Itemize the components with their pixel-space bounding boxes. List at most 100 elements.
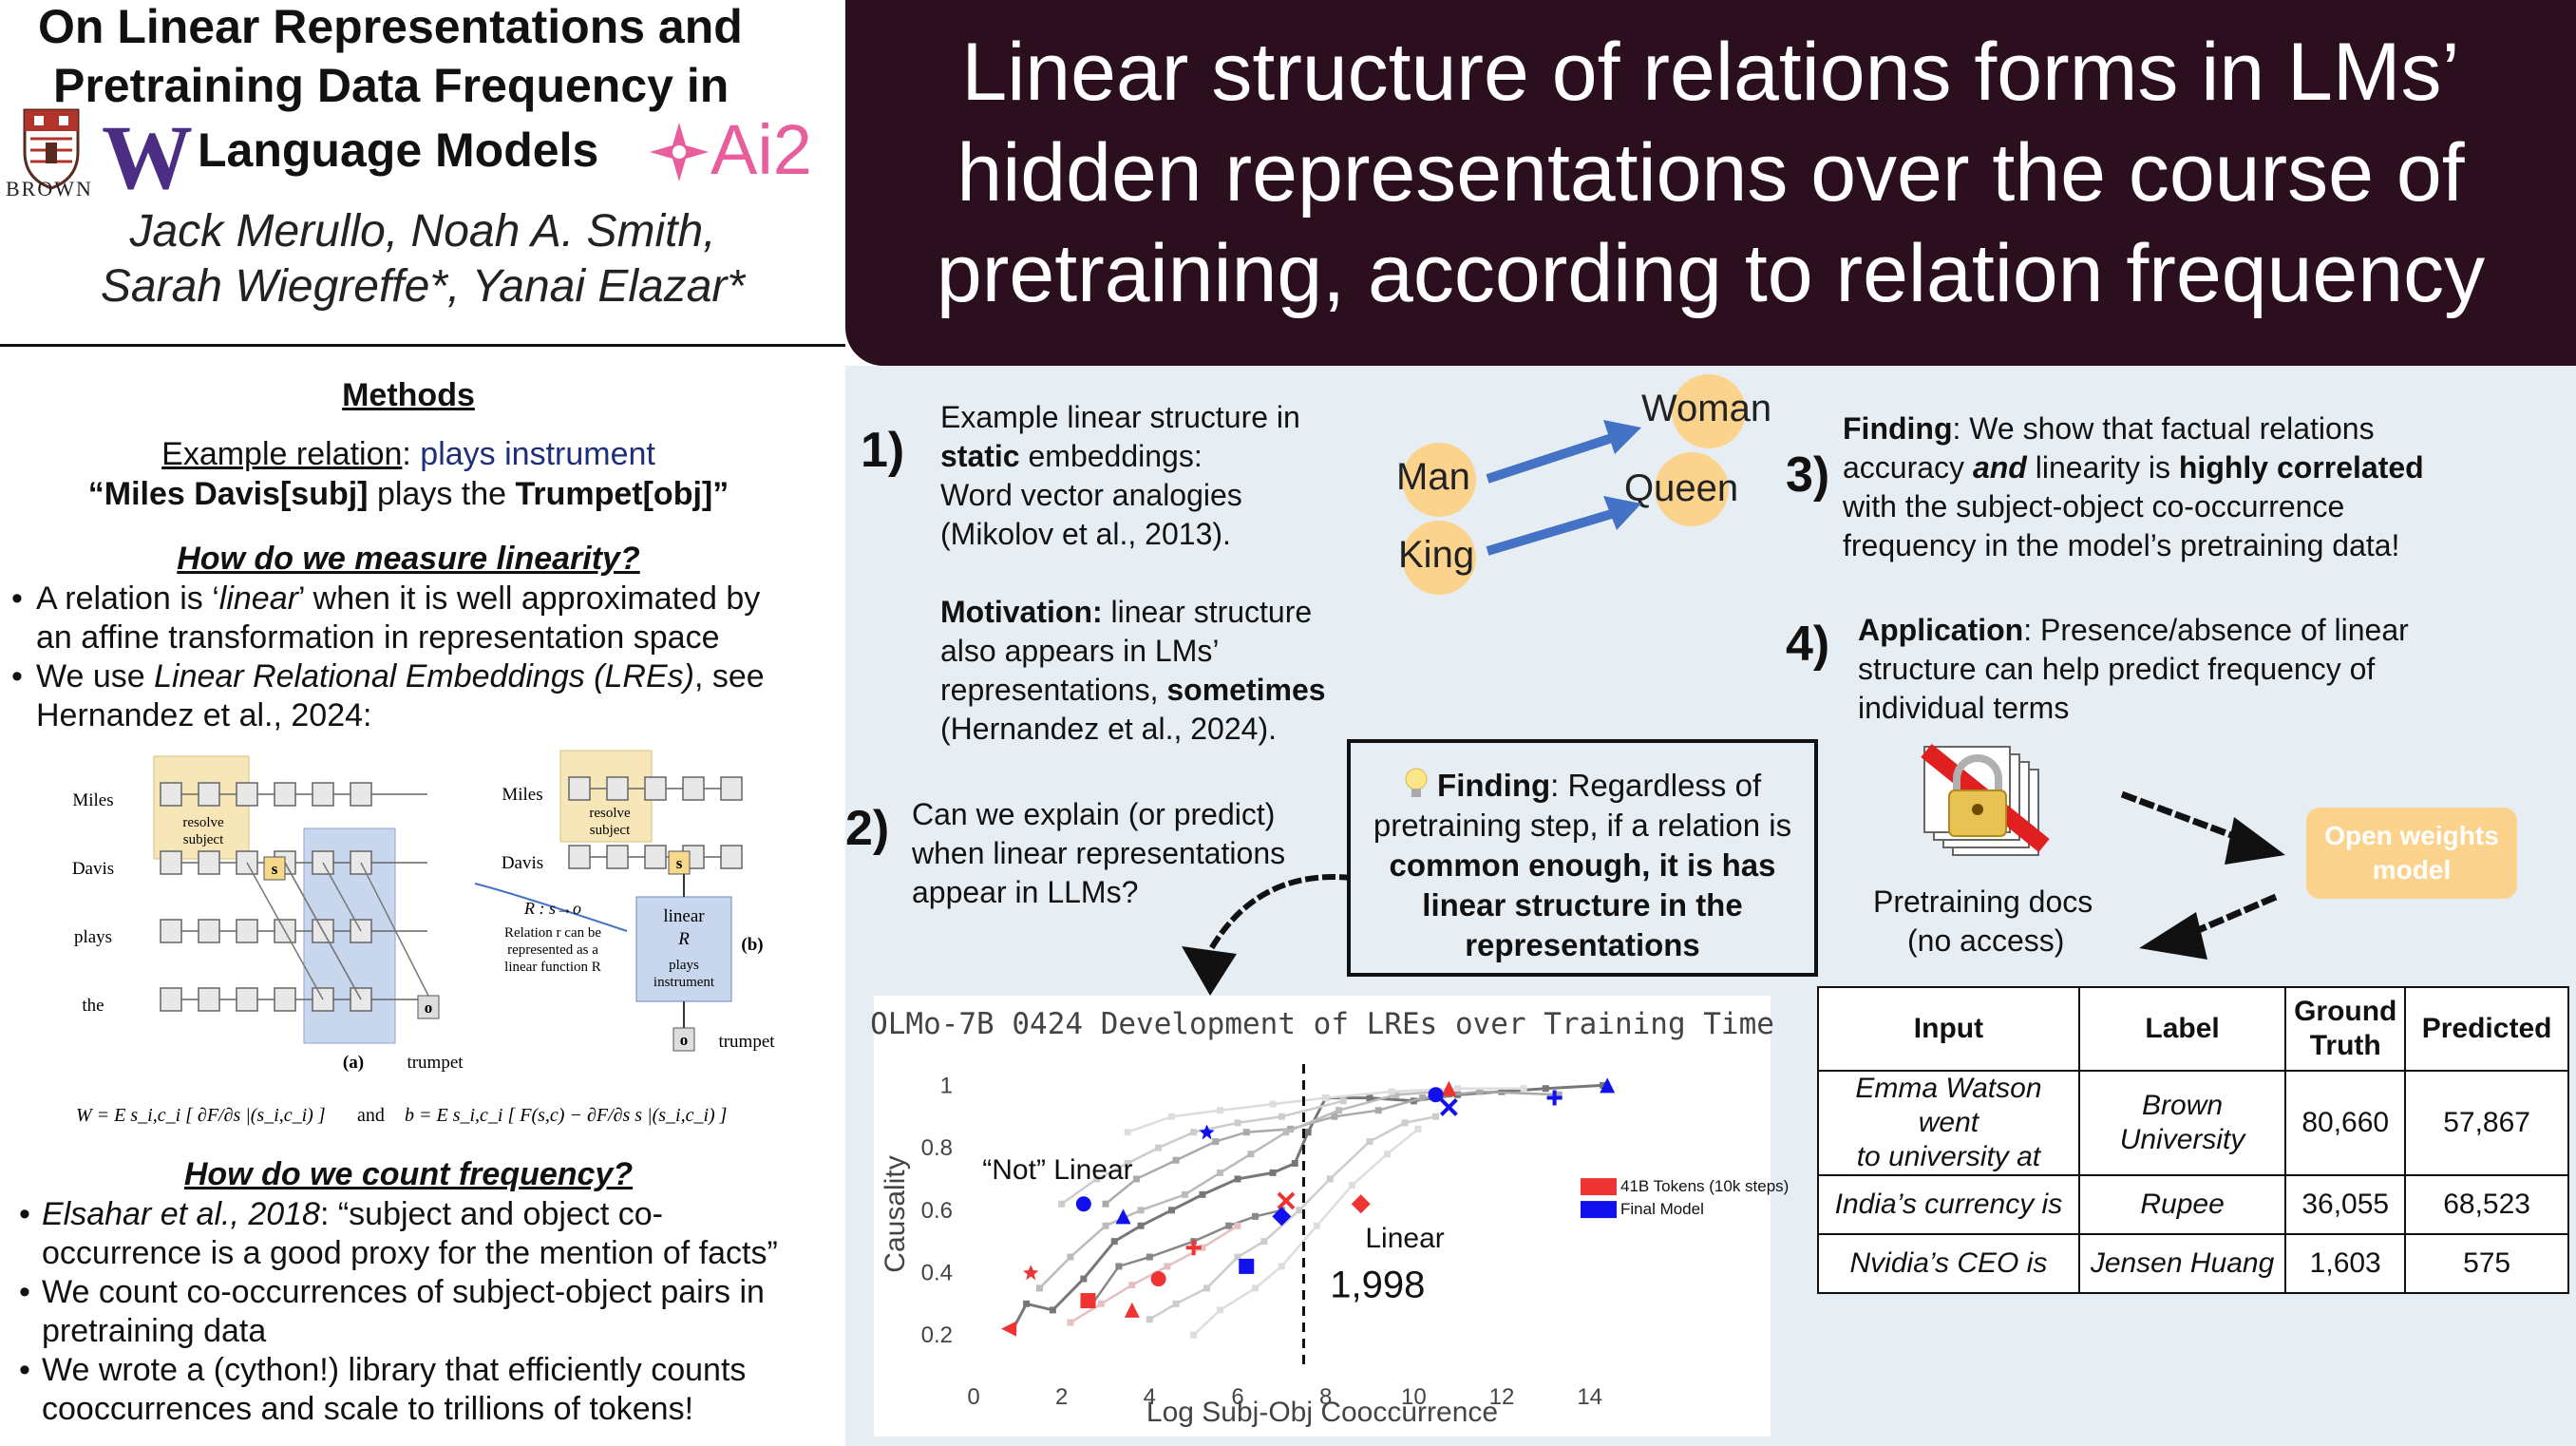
red-marker-0	[1001, 1321, 1017, 1337]
example-close-quote: ”	[712, 476, 729, 512]
trajectory-4-point-8	[1401, 1119, 1409, 1127]
frequency-bullet-1: Elsahar et al., 2018: “subject and objec…	[42, 1196, 663, 1232]
lre-figure: Miles Davis plays the resolve subject s …	[72, 750, 775, 1126]
curved-arrow-to-chart	[1182, 874, 1354, 996]
linear-box-line-2: R	[677, 929, 690, 949]
trajectory-8-point-3	[1164, 1263, 1171, 1270]
example-relation-line: Example relation: plays instrument	[0, 435, 817, 474]
x-tick-5: 10	[1401, 1384, 1427, 1410]
red-marker-1	[1080, 1293, 1096, 1309]
resolve-label-a-1: resolve	[182, 815, 224, 830]
trajectory-3-point-0	[1036, 1284, 1043, 1292]
chart-ylabel: Causality	[880, 1155, 911, 1272]
trajectory-2-point-8	[1419, 1094, 1427, 1102]
pretraining-docs-line-2: (no access)	[1907, 923, 2065, 958]
trajectory-0-point-5	[1137, 1222, 1145, 1229]
trajectory-7-point-6	[1454, 1085, 1462, 1093]
blue-marker-7	[1546, 1090, 1563, 1106]
row-3-input: Nvidia’s CEO is	[1817, 1233, 2080, 1294]
example-relation-value: plays instrument	[420, 436, 655, 472]
linear-box-line-3: plays	[669, 958, 699, 973]
trajectory-5-point-4	[1190, 1129, 1198, 1136]
header-divider	[0, 344, 845, 347]
blue-marker-4	[1600, 1077, 1616, 1094]
neuron-a-2-2	[236, 919, 258, 943]
trajectory-7-point-7	[1520, 1085, 1527, 1093]
neuron-b-1-1	[606, 845, 629, 869]
trajectory-4-point-2	[1203, 1284, 1211, 1292]
trajectory-8-point-1	[1097, 1300, 1105, 1307]
chart-svg: OLMo-7B 0424 Development of LREs over Tr…	[870, 1007, 1789, 1428]
trajectory-0-point-9	[1269, 1169, 1277, 1176]
ai2-logo-text: Ai2	[710, 110, 812, 189]
section-1-number: 1)	[861, 423, 905, 478]
section-1-line-3: Word vector analogies	[940, 478, 1242, 512]
trajectory-3-point-5	[1216, 1169, 1223, 1176]
table-row: India’s currency is Rupee 36,055 68,523	[1817, 1174, 2569, 1235]
row-2-truth: 36,055	[2284, 1174, 2407, 1235]
section-3-line-4: frequency in the model’s pretraining dat…	[1843, 528, 2400, 562]
diag-edge-a-4	[246, 862, 324, 1000]
red-marker-4	[1150, 1271, 1166, 1287]
trajectory-2-point-2	[1172, 1156, 1180, 1164]
finding-box: Finding: Regardless of pretraining step,…	[1347, 739, 1818, 977]
neuron-a-3-0	[160, 987, 182, 1012]
analogy-arrows	[1486, 420, 1641, 556]
trajectory-0-point-18	[1600, 1081, 1607, 1089]
chart-markers	[1001, 1077, 1616, 1337]
x-tick-7: 14	[1577, 1384, 1602, 1410]
x-tick-4: 8	[1319, 1384, 1332, 1410]
finding-box-line-5: representations	[1465, 927, 1700, 962]
ai2-logo-mark	[650, 123, 709, 181]
trajectory-1-point-2	[1146, 1253, 1153, 1261]
queen-circle	[1655, 452, 1729, 526]
banner-line-3: pretraining, according to relation frequ…	[936, 228, 2486, 319]
red-marker-3	[1441, 1080, 1457, 1096]
neuron-b-0-1	[606, 776, 629, 801]
trumpet-label-a: trumpet	[407, 1053, 464, 1073]
frequency-bullet-2: We count co-occurrences of subject-objec…	[42, 1274, 765, 1310]
paper-title-line-2: Pretraining Data Frequency in	[53, 59, 729, 112]
trajectory-8-point-2	[1128, 1282, 1136, 1289]
neuron-a-1-1	[198, 850, 220, 875]
x-tick-3: 6	[1231, 1384, 1243, 1410]
subject-label-b: s	[676, 854, 683, 872]
trajectory-7-point-1	[1168, 1113, 1175, 1120]
object-label-b: o	[680, 1031, 689, 1049]
open-weights-line-1: Open weights	[2324, 821, 2499, 850]
section-2-line-2: when linear representations	[912, 836, 1286, 870]
frequency-bullet-1-cont: occurrence is a good proxy for the menti…	[42, 1235, 778, 1271]
section-1-line-6: Motivation: linear structure	[940, 595, 1313, 629]
row-2-label: Rupee	[2077, 1174, 2287, 1235]
relation-caption-1: R : s→o	[523, 899, 581, 918]
methods-section: Methods Example relation: plays instrume…	[0, 352, 845, 1446]
blue-marker-3	[1439, 1097, 1458, 1116]
header-label: Label	[2077, 986, 2287, 1072]
subject-node-a	[263, 856, 286, 881]
formula-w: W = E s_i,c_i [ ∂F/∂s |(s_i,c_i) ]	[76, 1105, 326, 1126]
row-3-label: Jensen Huang	[2077, 1233, 2287, 1294]
example-relation-label: Example relation	[161, 436, 403, 472]
finding-box-line-3: common enough, it is has	[1389, 847, 1776, 883]
trajectory-3-point-8	[1335, 1107, 1343, 1114]
object-label-a: o	[425, 999, 433, 1017]
neuron-a-3-2	[236, 987, 258, 1012]
chart-xlabel: Log Subj-Obj Cooccurrence	[1146, 1397, 1498, 1428]
linear-box-line-1: linear	[663, 906, 705, 926]
diag-edge-a-5	[360, 862, 429, 997]
trajectory-0-point-7	[1199, 1190, 1206, 1198]
king-label: King	[1398, 534, 1475, 576]
x-tick-0: 0	[967, 1384, 979, 1410]
trajectory-6-point-2	[1252, 1284, 1260, 1292]
section-3-number: 3)	[1786, 447, 1830, 503]
figure-label-a: (a)	[343, 1053, 364, 1073]
brown-logo-text: BROWN	[6, 177, 93, 200]
section-3-line-3: with the subject-object co-occurrence	[1843, 489, 2345, 523]
token-davis-a: Davis	[72, 859, 114, 879]
red-marker-7	[1124, 1302, 1140, 1318]
neuron-a-1-0	[160, 850, 182, 875]
example-object: Trumpet[obj]	[515, 476, 713, 512]
man-label: Man	[1396, 456, 1470, 498]
